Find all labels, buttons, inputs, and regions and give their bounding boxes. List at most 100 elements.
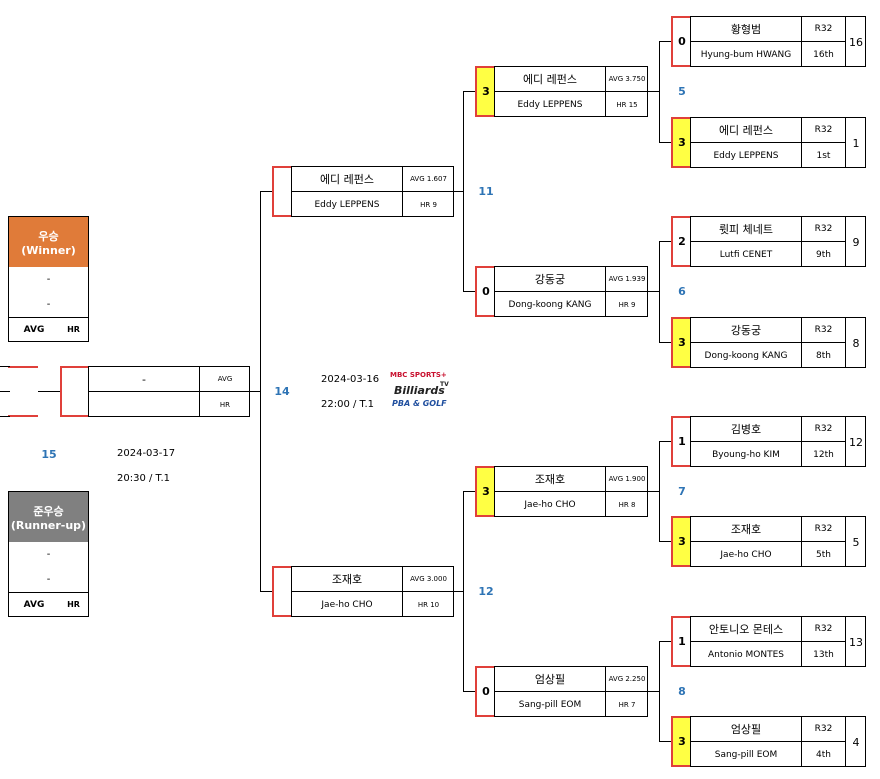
final-date: 2024-03-16 [321, 374, 380, 385]
r16-rank: 16th [801, 42, 845, 67]
r16-score-6: 3 [671, 516, 691, 567]
bracket-line [659, 541, 671, 542]
bracket-line [463, 91, 475, 92]
r16-name-ko: 강동궁 [691, 318, 801, 343]
final-name-en [89, 392, 199, 417]
qf-name-en: Jae-ho CHO [524, 499, 576, 510]
qf-player-4: 엄상필 Sang-pill EOM AVG 2.250 HR 7 [494, 666, 648, 717]
match-number: 12 [478, 585, 494, 598]
qf-hr: HR 9 [605, 292, 648, 317]
runner-up-title: 준우승 [33, 504, 64, 518]
r16-seed: 5 [845, 517, 866, 567]
sf-name-en: Eddy LEPPENS [314, 199, 380, 210]
r16-seed: 9 [845, 217, 866, 267]
match-number: 15 [41, 448, 57, 461]
r16-player-7: 안토니오 몬테스 Antonio MONTES R32 13th 13 [690, 616, 866, 667]
r16-score-3: 2 [671, 216, 691, 267]
winner-header: 우승 (Winner) [9, 217, 88, 267]
qf-hr: HR 7 [605, 692, 648, 717]
r16-name-ko: 엄상필 [691, 717, 801, 742]
r16-score-4: 3 [671, 317, 691, 368]
r16-name-ko: 안토니오 몬테스 [691, 617, 801, 642]
bracket-line [249, 391, 260, 392]
sf-avg: AVG 1.607 [402, 167, 454, 192]
r16-score-8: 3 [671, 716, 691, 767]
r16-name-ko: 김병호 [691, 417, 801, 442]
bracket-line [260, 191, 261, 592]
qf-hr: HR 8 [605, 492, 648, 517]
sf-player-1: 에디 레펀스 Eddy LEPPENS AVG 1.607 HR 9 [291, 166, 454, 217]
r16-rank: 13th [801, 642, 845, 667]
r16-seed: 8 [845, 318, 866, 368]
match-number: 6 [678, 285, 686, 298]
r16-score-2: 3 [671, 117, 691, 168]
bracket-line [659, 441, 671, 442]
sf-name-ko: 조재호 [292, 567, 402, 592]
winner-subtitle: (Winner) [21, 243, 76, 257]
winner-row1: - [46, 274, 51, 285]
grand-final-time: 20:30 / T.1 [117, 473, 171, 484]
bracket-line [260, 591, 272, 592]
bracket-line [38, 391, 60, 392]
r16-rank: 8th [801, 343, 845, 368]
qf-name-ko: 강동궁 [495, 267, 605, 292]
sf-avg: AVG 3.000 [402, 567, 454, 592]
bracket-line [454, 591, 463, 592]
bracket-line [454, 191, 463, 192]
r16-rank: 5th [801, 542, 845, 567]
match-number: 8 [678, 685, 686, 698]
final-time: 22:00 / T.1 [321, 399, 375, 410]
r16-seed: 13 [845, 617, 866, 667]
qf-hr: HR 15 [605, 92, 648, 117]
bracket-line [648, 691, 659, 692]
r16-rank: 9th [801, 242, 845, 267]
final-avg: AVG [199, 367, 250, 392]
r16-seed: 1 [845, 118, 866, 168]
broadcaster-line3: PBA & GOLF [392, 399, 447, 408]
qf-name-ko: 에디 레펀스 [495, 67, 605, 92]
qf-player-3: 조재호 Jae-ho CHO AVG 1.900 HR 8 [494, 466, 648, 517]
r16-score-7: 1 [671, 616, 691, 667]
r16-player-6: 조재호 Jae-ho CHO R32 5th 5 [690, 516, 866, 567]
sf-hr: HR 9 [402, 192, 454, 217]
match-number: 11 [478, 185, 494, 198]
qf-score-2: 0 [475, 266, 495, 317]
r16-tag: R32 [801, 118, 845, 143]
qf-avg: AVG 1.939 [605, 267, 648, 292]
qf-score-4: 0 [475, 666, 495, 717]
r16-seed: 4 [845, 717, 866, 767]
match-number: 7 [678, 485, 686, 498]
qf-avg: AVG 3.750 [605, 67, 648, 92]
bracket-line [659, 142, 671, 143]
match-number: 5 [678, 85, 686, 98]
bracket-line [659, 441, 660, 542]
qf-avg: AVG 2.250 [605, 667, 648, 692]
broadcaster-logo: MBC SPORTS+ Billiards TV PBA & GOLF [388, 371, 452, 413]
r16-rank: 4th [801, 742, 845, 767]
qf-name-en: Dong-koong KANG [508, 299, 592, 310]
bracket-line [463, 691, 475, 692]
qf-avg: AVG 1.900 [605, 467, 648, 492]
sf-name-en: Jae-ho CHO [321, 599, 373, 610]
bracket-line [659, 241, 671, 242]
r16-name-ko: 황형범 [691, 17, 801, 42]
bracket-line [659, 241, 660, 343]
r16-tag: R32 [801, 617, 845, 642]
winner-card: 우승 (Winner) - - AVG HR [8, 216, 89, 342]
r16-player-4: 강동궁 Dong-koong KANG R32 8th 8 [690, 317, 866, 368]
r16-player-3: 륏피 체네트 Lutfi CENET R32 9th 9 [690, 216, 866, 267]
broadcaster-tv: TV [440, 381, 449, 388]
r16-tag: R32 [801, 517, 845, 542]
final-player: - AVG HR [88, 366, 250, 417]
r16-name-en: Antonio MONTES [708, 649, 784, 660]
qf-name-en: Eddy LEPPENS [517, 99, 583, 110]
r16-rank: 12th [801, 442, 845, 467]
winner-title: 우승 [38, 229, 59, 243]
qf-player-1: 에디 레펀스 Eddy LEPPENS AVG 3.750 HR 15 [494, 66, 648, 117]
r16-name-en: Eddy LEPPENS [713, 150, 779, 161]
r16-player-1: 황형범 Hyung-bum HWANG R32 16th 16 [690, 16, 866, 67]
r16-name-ko: 에디 레펀스 [691, 118, 801, 143]
r16-rank: 1st [801, 143, 845, 168]
r16-seed: 16 [845, 17, 866, 67]
r16-name-en: Hyung-bum HWANG [700, 49, 792, 60]
